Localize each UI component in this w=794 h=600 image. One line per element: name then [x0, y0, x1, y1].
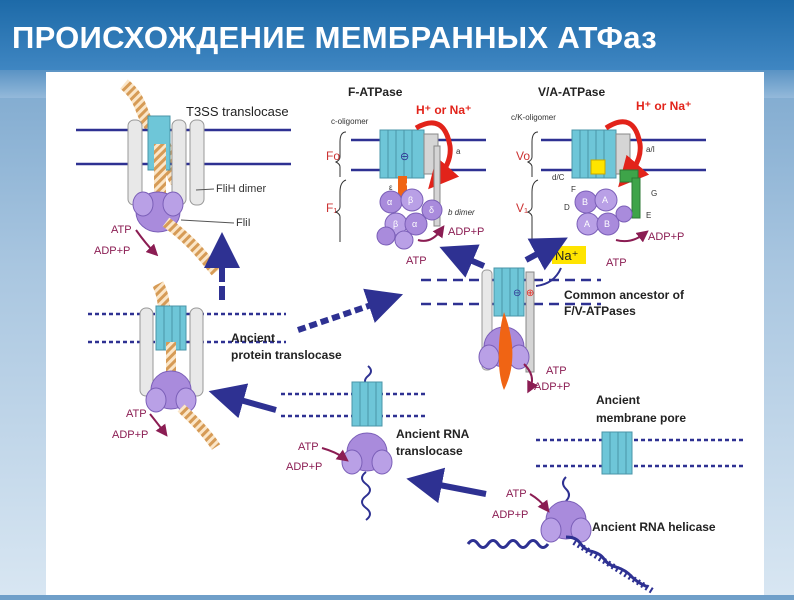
svg-text:D: D	[564, 203, 570, 212]
svg-text:ADP+P: ADP+P	[648, 231, 684, 243]
svg-text:c/K-oligomer: c/K-oligomer	[511, 113, 556, 122]
svg-text:B: B	[604, 219, 610, 229]
t3ss-pillar-outer	[189, 119, 205, 206]
diagram-canvas: T3SS translocase FliH dimer FliI ATP ADP…	[76, 79, 746, 595]
va-atpase-title: V/A-ATPase	[538, 85, 605, 99]
svg-text:A: A	[602, 195, 608, 205]
svg-text:ADP+P: ADP+P	[492, 509, 528, 521]
svg-text:ATP: ATP	[126, 408, 147, 420]
f-proton-path-arrow	[414, 120, 460, 190]
common-ancestor: Na⁺ ⊖ ⊕ Common ancestor of F/V-ATPases A…	[421, 246, 685, 394]
f-atpase-f1: F₁	[326, 201, 337, 215]
svg-text:Vo: Vo	[516, 149, 530, 163]
arrow-to-f-atpase	[439, 244, 486, 278]
t3ss-translocase: T3SS translocase FliH dimer FliI ATP ADP…	[76, 79, 291, 276]
svg-text:Common ancestor of: Common ancestor of	[564, 288, 685, 302]
svg-text:b dimer: b dimer	[448, 208, 475, 217]
svg-text:ATP: ATP	[298, 441, 319, 453]
svg-text:γ: γ	[406, 181, 410, 190]
ancient-protein-translocase: Ancient protein translocase ATP ADP+P	[88, 281, 342, 450]
svg-text:ATP: ATP	[506, 488, 527, 500]
f-atpase-oligomer: c-oligomer	[331, 117, 369, 126]
svg-text:protein translocase: protein translocase	[231, 348, 342, 362]
arrow-to-common-ancestor	[297, 288, 404, 333]
ancient-membrane-pore: Ancient membrane pore	[536, 393, 746, 475]
f-atpase-fo: Fo	[326, 149, 340, 163]
arrow-to-va-atpase	[524, 237, 568, 271]
svg-text:⊕: ⊕	[526, 288, 534, 299]
svg-text:β: β	[393, 219, 398, 229]
svg-text:Na⁺: Na⁺	[555, 248, 578, 263]
common-central-stalk	[498, 312, 513, 390]
svg-text:a: a	[456, 147, 461, 156]
svg-text:membrane pore: membrane pore	[596, 411, 686, 425]
svg-text:ADP+P: ADP+P	[534, 381, 570, 393]
t3ss-atp: ATP	[111, 224, 132, 236]
svg-text:F/V-ATPases: F/V-ATPases	[564, 304, 636, 318]
svg-text:ADP+P: ADP+P	[448, 226, 484, 238]
svg-text:A: A	[584, 219, 590, 229]
atpase-evolution-figure: T3SS translocase FliH dimer FliI ATP ADP…	[46, 72, 764, 595]
svg-text:ADP+P: ADP+P	[112, 429, 148, 441]
svg-text:ATP: ATP	[406, 255, 427, 267]
f-atpase-title: F-ATPase	[348, 85, 403, 99]
ancient-rna-helicase: Ancient RNA helicase ATP ADP+P	[466, 476, 716, 595]
va-c-oligomer	[571, 129, 617, 179]
slide-title: ПРОИСХОЖДЕНИЕ МЕМБРАННЫХ АТФаз	[12, 20, 657, 55]
arrow-to-protein-translocase	[208, 383, 277, 419]
t3ss-adp: ADP+P	[94, 245, 130, 257]
svg-text:Ancient: Ancient	[231, 331, 275, 345]
f-atpase: F-ATPase H⁺ or Na⁺ c-oligomer Fo F₁ a ⊖ …	[326, 85, 486, 267]
svg-text:F: F	[571, 185, 576, 194]
slide-title-bar: ПРОИСХОЖДЕНИЕ МЕМБРАННЫХ АТФаз	[0, 0, 794, 70]
svg-text:G: G	[651, 189, 657, 198]
t3ss-substrate-bottom	[162, 217, 221, 276]
svg-text:ADP+P: ADP+P	[286, 461, 322, 473]
t3ss-flii-label: FliI	[236, 217, 251, 229]
f-gamma-stalk	[398, 176, 407, 200]
svg-text:B: B	[582, 197, 588, 207]
svg-text:ATP: ATP	[606, 257, 627, 269]
svg-text:a/I: a/I	[646, 145, 655, 154]
f-c-oligomer	[379, 129, 425, 179]
ancient-rna-translocase: Ancient RNA translocase ATP ADP+P	[281, 365, 470, 521]
svg-text:⊖: ⊖	[513, 288, 521, 299]
svg-text:d/C: d/C	[552, 173, 565, 182]
arrow-to-rna-translocase	[406, 467, 487, 504]
svg-text:α: α	[387, 197, 392, 207]
svg-text:Ancient RNA helicase: Ancient RNA helicase	[592, 520, 716, 534]
svg-text:E: E	[646, 211, 651, 220]
svg-text:ATP: ATP	[546, 365, 567, 377]
svg-text:translocase: translocase	[396, 444, 463, 458]
evolution-arrows	[204, 232, 568, 504]
svg-text:α: α	[412, 219, 417, 229]
svg-text:V₁: V₁	[516, 201, 528, 215]
svg-text:δ: δ	[429, 205, 434, 215]
va-atpase: V/A-ATPase H⁺ or Na⁺ c/K-oligomer Vo V₁ …	[511, 85, 706, 269]
svg-text:Ancient RNA: Ancient RNA	[396, 427, 470, 441]
svg-text:⊖: ⊖	[400, 151, 409, 163]
f-atpase-ions: H⁺ or Na⁺	[416, 103, 471, 117]
va-atpase-ions: H⁺ or Na⁺	[636, 99, 691, 113]
t3ss-title: T3SS translocase	[186, 104, 289, 119]
svg-text:Ancient: Ancient	[596, 393, 640, 407]
t3ss-flih-label: FliH dimer	[216, 183, 266, 195]
svg-text:β: β	[408, 195, 413, 205]
svg-text:ε: ε	[389, 183, 393, 192]
